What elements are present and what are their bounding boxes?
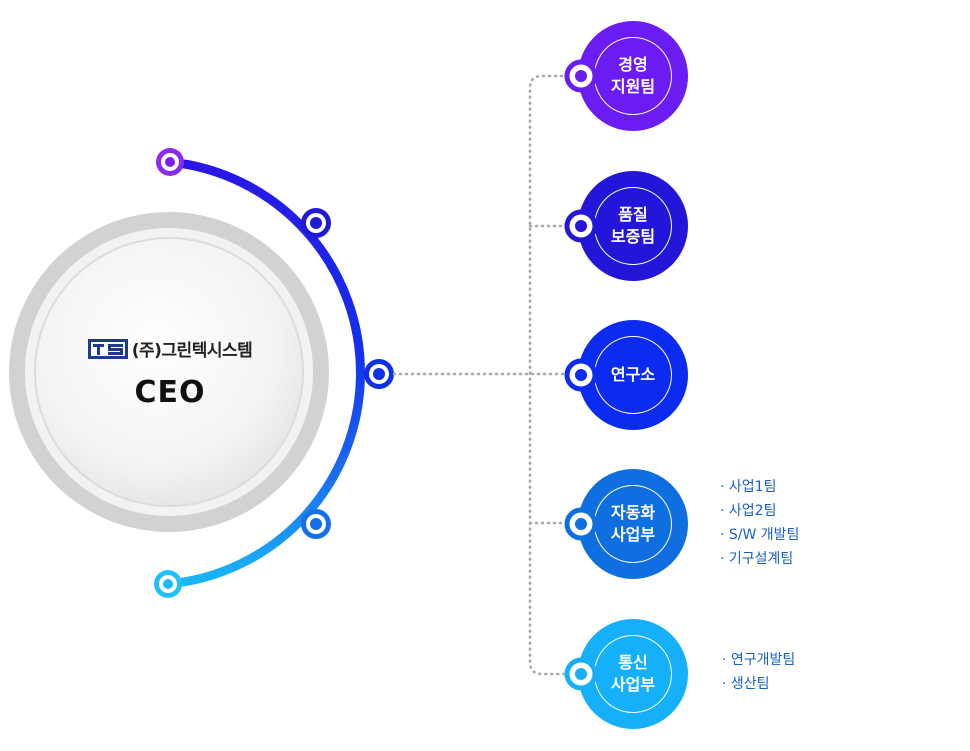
dept-node-2: [564, 209, 598, 243]
company-name: (주)그린텍시스템: [131, 341, 253, 361]
arc-node-lower: [301, 509, 331, 539]
connector-lines: [392, 74, 582, 676]
dept-label-1-line2: 지원팀: [610, 77, 656, 96]
dept-node-4: [564, 507, 598, 541]
ceo-circle: [9, 212, 329, 532]
dept-label-4-line1: 자동화: [610, 503, 656, 522]
dept-label-2[interactable]: 품질 보증팀: [578, 204, 688, 248]
dept-label-1[interactable]: 경영 지원팀: [578, 54, 688, 98]
dept-node-3: [564, 358, 598, 392]
subteam-item[interactable]: · 연구개발팀: [722, 652, 796, 668]
company-name-row: (주)그린텍시스템: [40, 336, 300, 361]
ceo-arc: [163, 157, 365, 589]
dept-label-2-line1: 품질: [618, 205, 648, 224]
arc-node-upper: [301, 208, 331, 238]
dept-label-5-line1: 통신: [618, 653, 648, 672]
ceo-label-group: (주)그린텍시스템 CEO: [40, 336, 300, 410]
dept-label-2-line2: 보증팀: [610, 227, 656, 246]
arc-node-top: [156, 148, 184, 176]
dept-label-5[interactable]: 통신 사업부: [578, 652, 688, 696]
arc-node-bottom: [154, 570, 182, 598]
ceo-title: CEO: [134, 375, 206, 410]
subteam-item[interactable]: · S/W 개발팀: [720, 527, 800, 543]
dept-node-1: [564, 59, 598, 93]
subteam-item[interactable]: · 사업1팀: [720, 479, 777, 495]
subteam-list-telecom: · 연구개발팀 · 생산팀: [722, 648, 795, 696]
ts-logo-icon: [87, 338, 128, 359]
dept-label-3-line1: 연구소: [610, 365, 656, 384]
subteam-list-automation: · 사업1팀 · 사업2팀 · S/W 개발팀 · 기구설계팀: [720, 475, 799, 571]
dept-label-4[interactable]: 자동화 사업부: [578, 502, 688, 546]
subteam-item[interactable]: · 사업2팀: [720, 503, 777, 519]
dept-label-4-line2: 사업부: [610, 525, 656, 544]
dept-label-5-line2: 사업부: [610, 675, 656, 694]
subteam-item[interactable]: · 기구설계팀: [720, 551, 794, 567]
arc-node-middle: [364, 359, 394, 389]
dept-node-5: [564, 657, 598, 691]
subteam-item[interactable]: · 생산팀: [722, 676, 770, 692]
dept-label-3[interactable]: 연구소: [578, 364, 688, 386]
dept-label-1-line1: 경영: [618, 55, 648, 74]
